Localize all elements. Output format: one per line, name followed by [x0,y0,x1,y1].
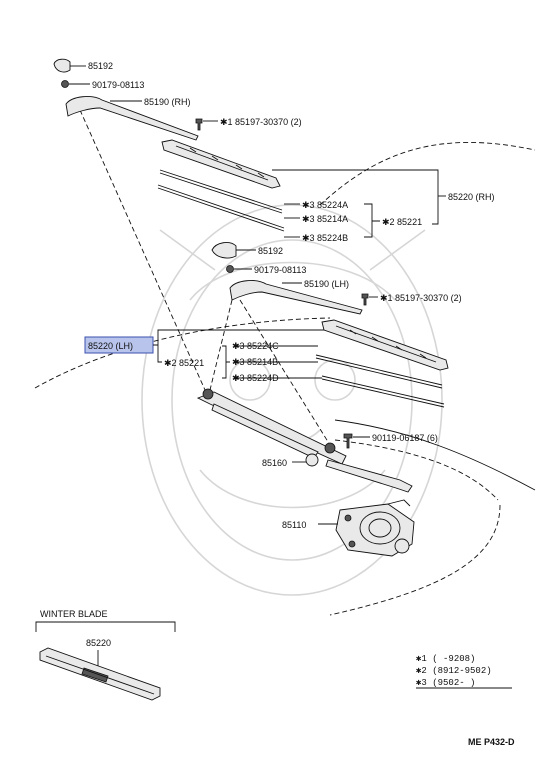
watermark-emblem-icon [141,204,443,596]
pivot-cap-mid-icon [211,242,237,259]
windshield-outline [319,141,536,206]
diagram-code: ME P432-D [468,737,515,747]
note-2: ✱2 (8912-9502) [416,666,492,676]
label-85214b: ✱3 85214B [232,357,278,367]
nut-mid-icon [226,265,234,273]
cowl-outline [334,419,536,491]
label-85220-winter: 85220 [86,638,111,648]
lh-pivot-dashed-line [239,299,331,446]
label-85221-lh: ✱2 85221 [164,358,204,368]
lh-pivot-dashed-line-2 [209,299,233,391]
wiper-motor-icon [335,499,415,557]
pivot-cap-top-icon [53,58,71,73]
wiper-arm-rh-icon [65,96,199,141]
label-85221-rh: ✱2 85221 [382,217,422,227]
label-90179-top: 90179-08113 [92,80,144,90]
label-85110: 85110 [282,520,306,530]
note-3: ✱3 (9502- ) [416,678,475,688]
label-85190-rh: 85190 (RH) [144,97,191,107]
hood-outline-2 [334,439,499,501]
label-85192-top: 85192 [88,61,113,71]
label-85220-rh: 85220 (RH) [448,192,495,202]
hood-outline [329,504,501,616]
label-85197-top: ✱1 85197-30370 (2) [220,117,302,127]
label-85224c: ✱3 85224C [232,341,279,351]
label-85224a: ✱3 85224A [302,200,348,210]
label-85220-lh: 85220 (LH) [88,341,133,351]
label-85160: 85160 [262,458,287,468]
label-85224b: ✱3 85224B [302,233,348,243]
label-85214a: ✱3 85214A [302,214,348,224]
nut-top-icon [61,80,69,88]
rh-pivot-dashed-line [79,109,206,391]
screw-mid-icon [361,293,369,306]
label-85190-lh: 85190 (LH) [304,279,349,289]
label-85224d: ✱3 85224D [232,373,279,383]
wiper-arm-lh-icon [229,280,363,315]
note-1: ✱1 ( -9208) [416,654,475,664]
label-85192-mid: 85192 [258,246,283,256]
label-85197-mid: ✱1 85197-30370 (2) [380,293,462,303]
wiper-linkage-icon [196,391,347,465]
windshield-outline-lower [34,317,331,389]
label-90179-mid: 90179-08113 [254,265,306,275]
screw-top-icon [195,118,203,131]
label-90119: 90119-06187 (6) [372,433,438,443]
notes-block: ✱1 ( -9208) ✱2 (8912-9502) ✱3 (9502- ) [416,654,512,689]
bolt-icon [343,433,353,449]
winter-blade-title: WINTER BLADE [40,609,108,619]
winter-blade-bracket [35,621,176,632]
